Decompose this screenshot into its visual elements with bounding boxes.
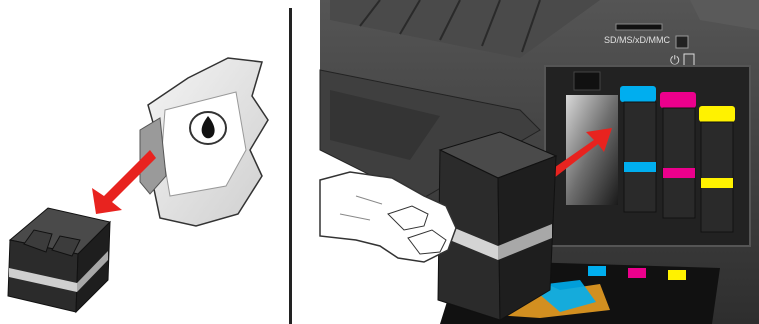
- magenta-cartridge: [660, 92, 696, 218]
- black-slot: [566, 95, 618, 205]
- ink-cartridge: [8, 208, 110, 312]
- card-slot-label: SD/MS/xD/MMC: [604, 35, 670, 45]
- left-panel: [8, 58, 268, 312]
- right-panel: SD/MS/xD/MMC ⏻: [320, 0, 759, 324]
- power-icon: ⏻: [670, 53, 680, 67]
- yellow-cartridge: [699, 106, 735, 232]
- cartridge-packaging: [140, 58, 268, 226]
- memory-card-slot: [616, 24, 662, 30]
- cyan-cartridge: [620, 86, 656, 212]
- usb-port: [676, 36, 688, 48]
- panel-divider: [289, 8, 292, 324]
